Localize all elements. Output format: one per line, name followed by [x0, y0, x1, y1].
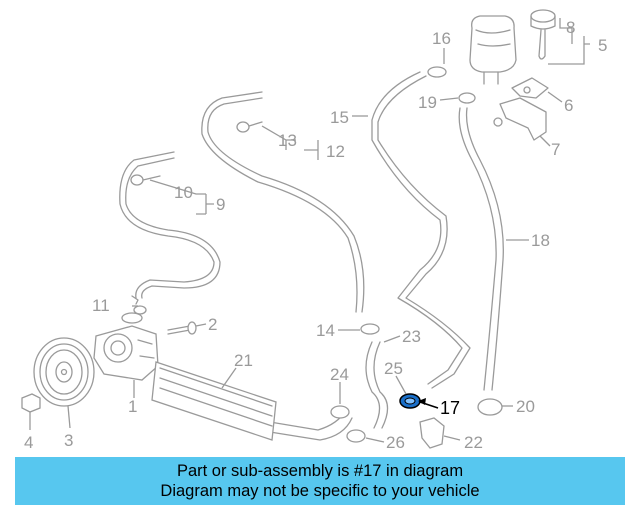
- callout-3: 3: [64, 431, 73, 450]
- banjo-13: [236, 121, 263, 133]
- callout-19: 19: [418, 93, 437, 112]
- callout-5: 5: [598, 36, 607, 55]
- callout-20: 20: [516, 397, 535, 416]
- callout-labels: 8 5 6 7 16 19 15 18 13 12 10 9 11 2 14 2…: [24, 18, 607, 452]
- callout-18: 18: [531, 231, 550, 250]
- callout-7: 7: [551, 140, 560, 159]
- callout-6: 6: [564, 96, 573, 115]
- hose-23: [365, 341, 389, 429]
- callout-17[interactable]: 17: [440, 398, 460, 418]
- callout-16: 16: [432, 29, 451, 48]
- callout-4: 4: [24, 433, 33, 452]
- callout-12: 12: [326, 142, 345, 161]
- clamp-17-highlighted[interactable]: [399, 393, 421, 409]
- callout-1: 1: [128, 397, 137, 416]
- reservoir-cap: [530, 9, 556, 60]
- callout-10: 10: [174, 183, 193, 202]
- bolt-2: [167, 321, 197, 335]
- power-steering-pump-1: [93, 312, 159, 381]
- callout-14: 14: [316, 321, 335, 340]
- pressure-line-9: [119, 151, 221, 299]
- callout-22: 22: [464, 433, 483, 452]
- return-hose-15: [371, 71, 471, 389]
- callout-15: 15: [330, 108, 349, 127]
- callout-23: 23: [402, 327, 421, 346]
- reservoir-tank: [469, 15, 517, 85]
- bracket-22: [419, 417, 445, 449]
- reservoir-bracket: [493, 77, 549, 141]
- pulley-3: [33, 337, 95, 407]
- cooler-21: [151, 361, 277, 441]
- callout-24: 24: [330, 365, 349, 384]
- leader-lines: [29, 18, 590, 443]
- clamp-16: [427, 66, 447, 78]
- clamp-26: [346, 429, 366, 443]
- hose-18: [458, 107, 504, 391]
- info-banner: Part or sub-assembly is #17 in diagram D…: [15, 457, 625, 505]
- banner-line-2: Diagram may not be specific to your vehi…: [160, 482, 480, 500]
- clamp-24: [330, 405, 350, 419]
- cap-20: [477, 398, 503, 416]
- banjo-10: [130, 174, 161, 186]
- callout-13: 13: [278, 131, 297, 150]
- callout-25: 25: [384, 359, 403, 378]
- callout-9: 9: [216, 195, 225, 214]
- callout-2: 2: [208, 315, 217, 334]
- callout-21: 21: [234, 351, 253, 370]
- clamp-19: [458, 92, 476, 104]
- callout-26: 26: [386, 433, 405, 452]
- callout-11: 11: [92, 296, 110, 315]
- clamp-14: [360, 323, 380, 335]
- callout-8: 8: [566, 18, 575, 37]
- pressure-line-12: [201, 91, 365, 313]
- bolt-4: [21, 393, 41, 413]
- oring-11: [131, 295, 147, 315]
- banner-line-1: Part or sub-assembly is #17 in diagram: [176, 462, 464, 480]
